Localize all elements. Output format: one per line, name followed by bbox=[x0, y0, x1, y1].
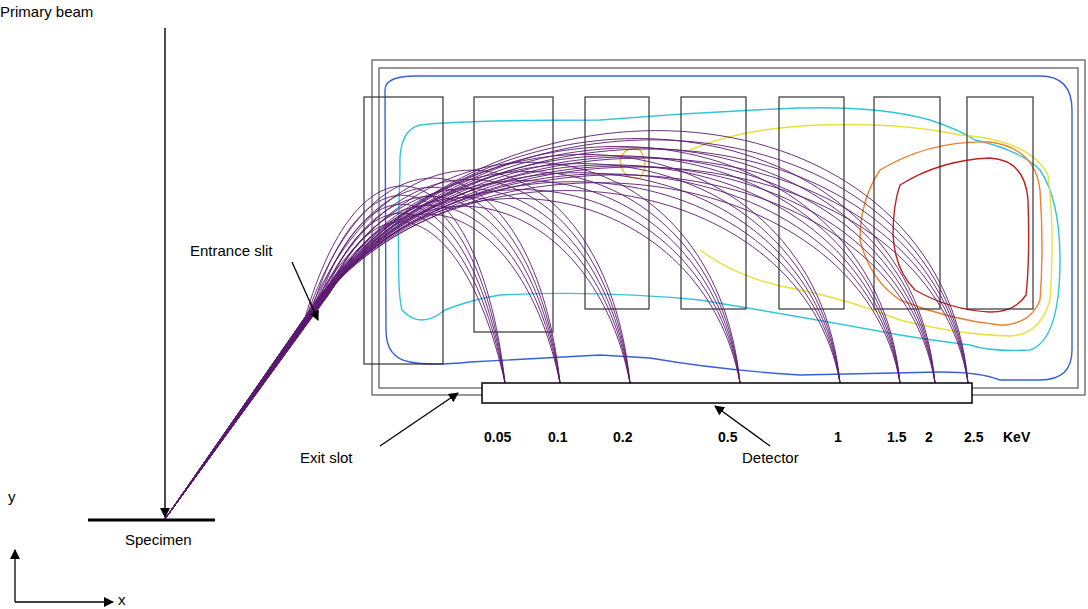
trajectory bbox=[165, 164, 840, 519]
trajectory bbox=[165, 165, 900, 519]
trajectory bbox=[165, 204, 505, 519]
trajectory bbox=[165, 222, 505, 519]
electron-trajectories bbox=[165, 131, 968, 519]
axis-label: x bbox=[118, 591, 126, 609]
trajectory bbox=[165, 166, 935, 519]
trajectory bbox=[165, 173, 840, 519]
trajectory bbox=[165, 198, 740, 519]
trajectory bbox=[165, 158, 968, 519]
potential-contours bbox=[385, 76, 1072, 380]
slit-label: Entrance slit bbox=[190, 242, 273, 260]
trajectory bbox=[165, 146, 900, 519]
trajectory bbox=[165, 156, 900, 519]
trajectory bbox=[165, 140, 968, 519]
specimen-label: Specimen bbox=[125, 531, 192, 549]
trajectory bbox=[165, 191, 840, 519]
trajectory bbox=[165, 167, 968, 519]
trajectory bbox=[165, 162, 740, 519]
trajectory bbox=[165, 174, 900, 519]
trajectory bbox=[165, 183, 900, 519]
trajectory bbox=[165, 188, 630, 519]
trajectory bbox=[165, 206, 630, 519]
y-axis bbox=[14, 550, 15, 602]
slot-label: Exit slot bbox=[300, 449, 353, 467]
electrodes bbox=[364, 97, 1033, 364]
trajectory bbox=[165, 197, 630, 519]
leader-line bbox=[380, 393, 458, 446]
trajectory bbox=[165, 157, 935, 519]
trajectory bbox=[165, 182, 840, 519]
trajectory bbox=[165, 171, 740, 519]
primary-beam bbox=[164, 28, 165, 517]
energy-label: KeV bbox=[1003, 428, 1030, 446]
energy-label: 0.05 bbox=[484, 428, 511, 446]
trajectory bbox=[165, 187, 560, 519]
detector-bar bbox=[482, 383, 972, 403]
x-axis bbox=[15, 601, 113, 602]
energy-label: 2.5 bbox=[964, 428, 983, 446]
trajectory bbox=[165, 148, 935, 519]
trajectory bbox=[165, 186, 505, 519]
trajectory bbox=[165, 175, 935, 519]
energy-label: 1.5 bbox=[887, 428, 906, 446]
outer-housing bbox=[372, 60, 1085, 395]
beam-label: Primary beam bbox=[0, 3, 93, 21]
leader-line bbox=[292, 262, 318, 320]
energy-label: 0.2 bbox=[613, 428, 632, 446]
trajectory bbox=[165, 178, 560, 519]
trajectory bbox=[165, 190, 740, 519]
axis-label: y bbox=[8, 488, 16, 506]
trajectory bbox=[165, 213, 505, 519]
trajectory bbox=[165, 181, 740, 519]
energy-label: 1 bbox=[834, 428, 842, 446]
trajectory bbox=[165, 131, 968, 519]
energy-label: 2 bbox=[925, 428, 933, 446]
leader-line bbox=[715, 406, 770, 446]
trajectory bbox=[165, 195, 505, 519]
trajectory bbox=[165, 214, 560, 519]
inner-housing bbox=[379, 68, 1078, 388]
trajectory bbox=[165, 149, 968, 519]
energy-label: 0.5 bbox=[718, 428, 737, 446]
energy-label: 0.1 bbox=[548, 428, 567, 446]
detector-label: Detector bbox=[742, 449, 799, 467]
trajectory bbox=[165, 154, 840, 519]
specimen-surface bbox=[88, 519, 215, 522]
trajectory bbox=[165, 139, 935, 519]
